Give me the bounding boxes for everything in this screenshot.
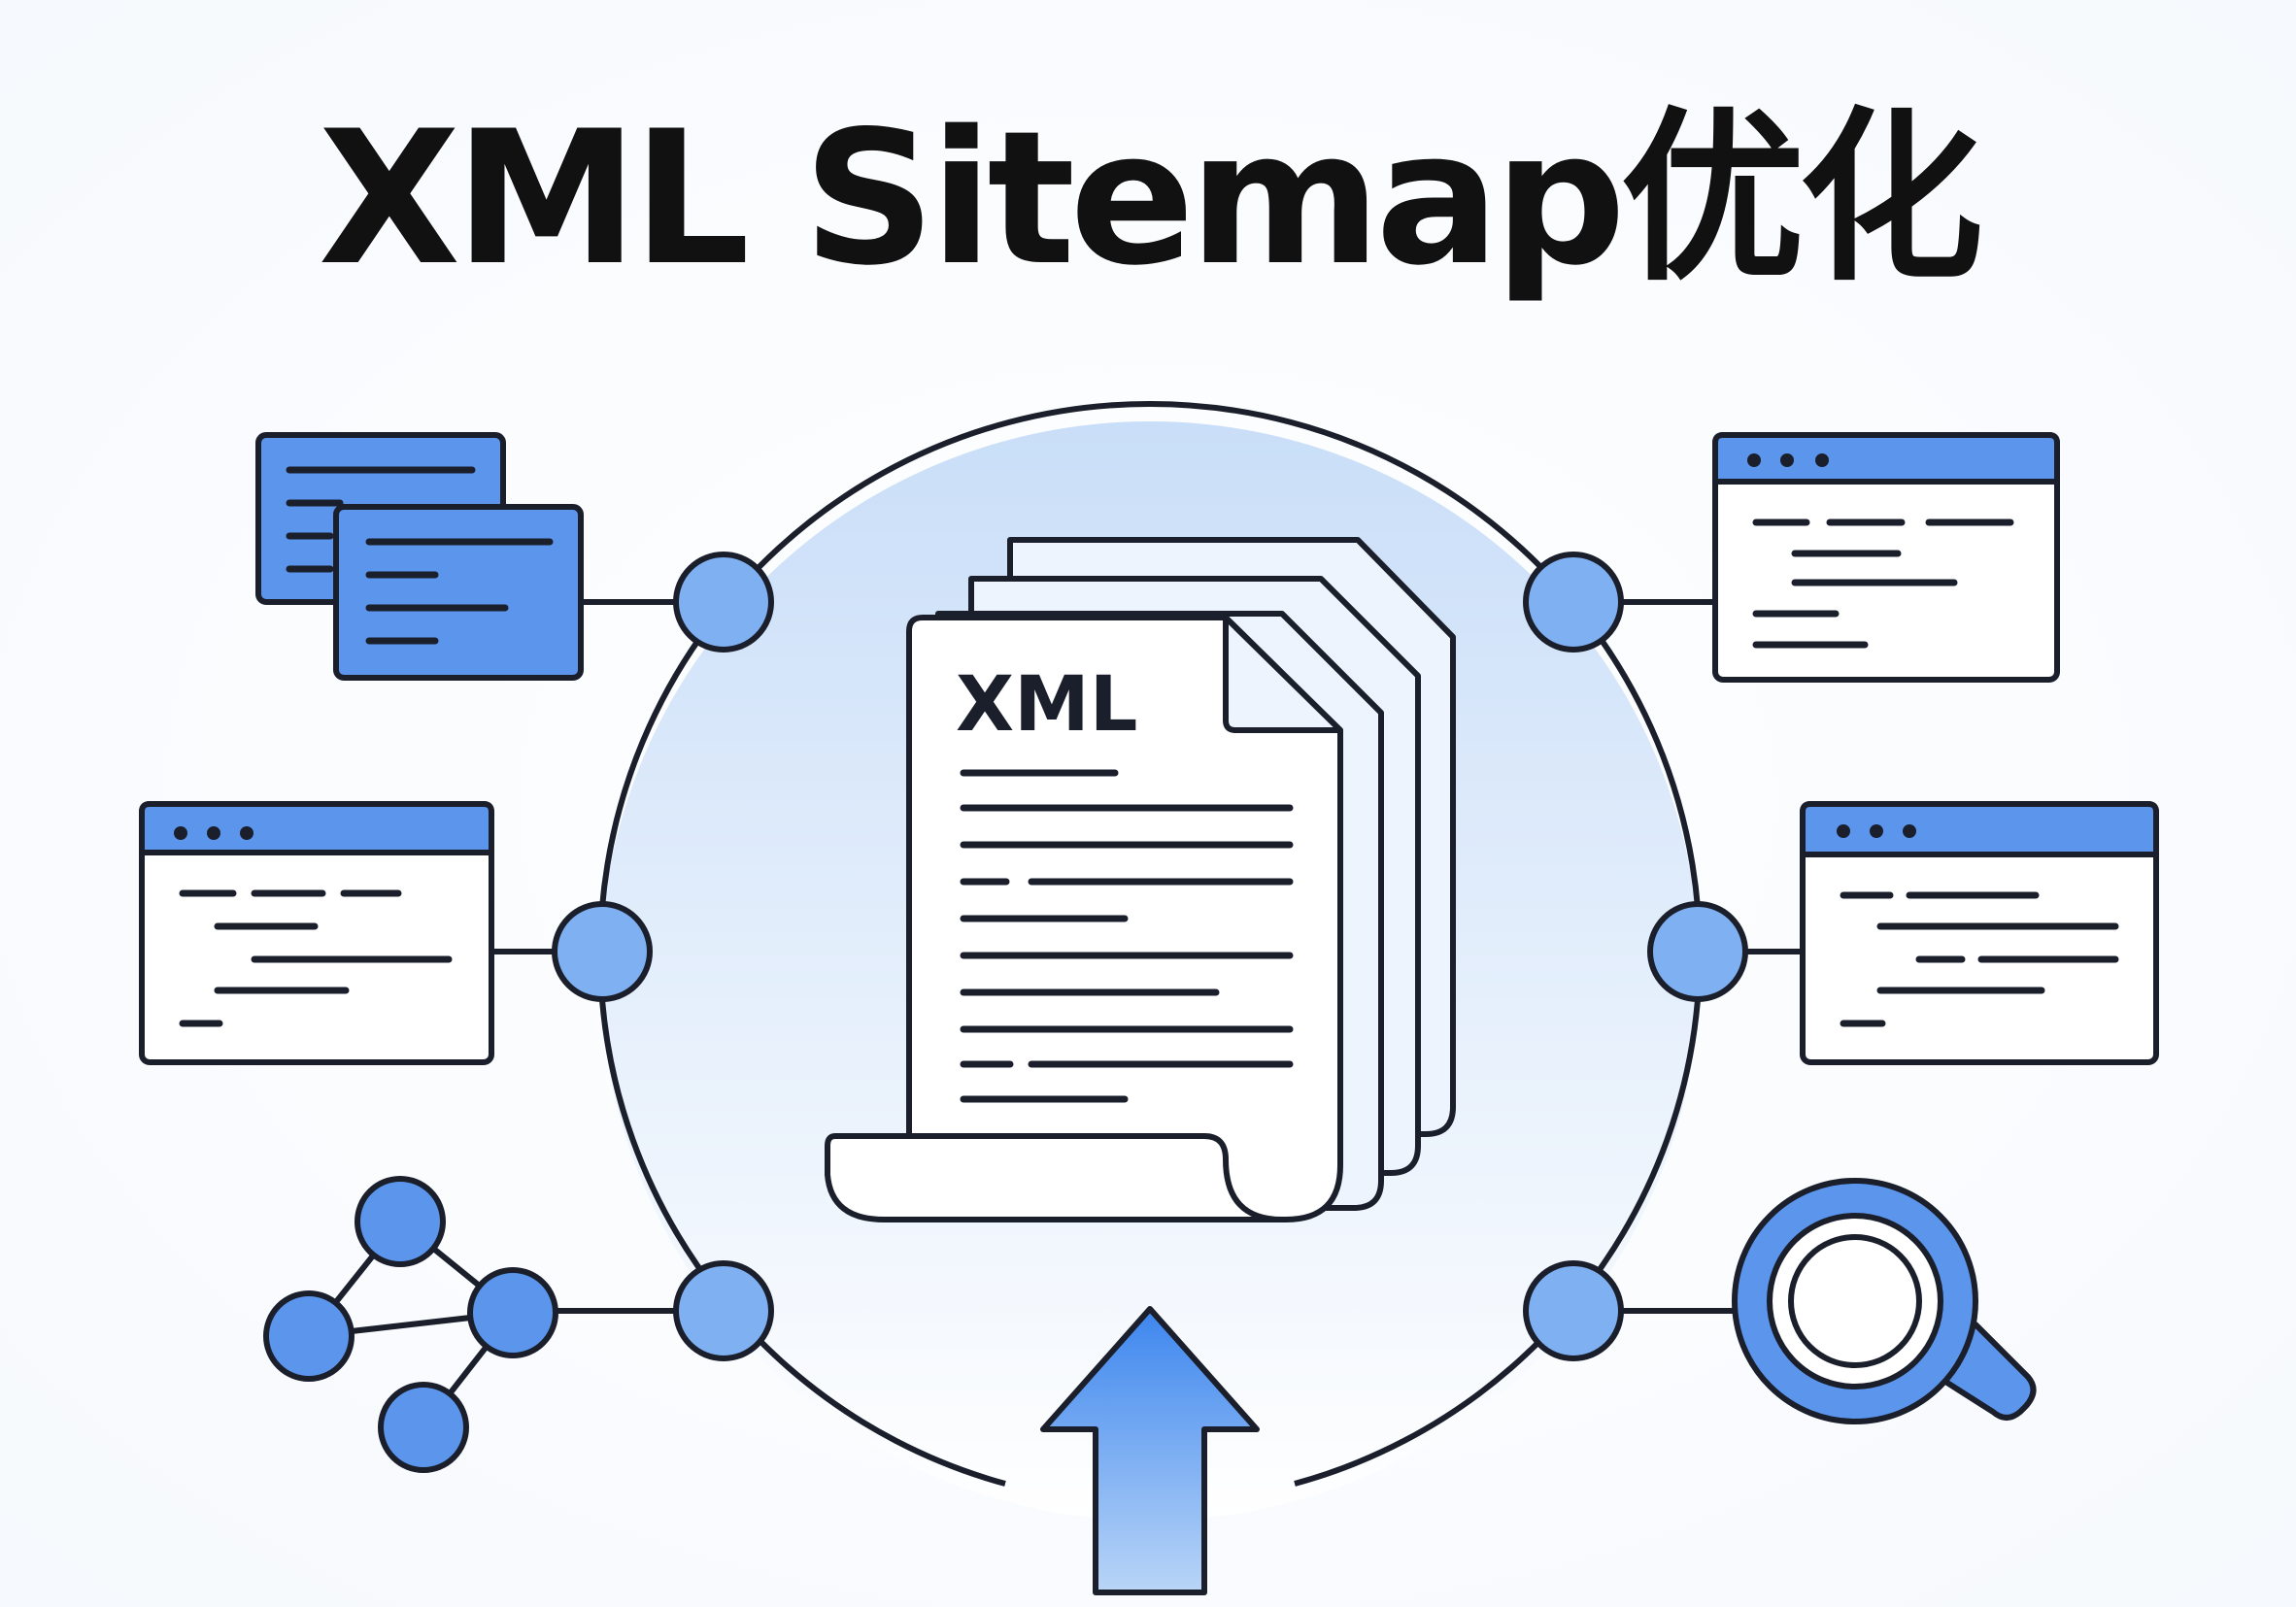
circle-nodes bbox=[552, 552, 1748, 1361]
node-mid-left bbox=[552, 901, 653, 1002]
node-top-left bbox=[673, 552, 774, 653]
node-bottom-right bbox=[1523, 1260, 1624, 1361]
node-bottom-left bbox=[673, 1260, 774, 1361]
magnifying-glass-icon bbox=[1732, 1178, 2037, 1424]
browser-window-icon-top-right bbox=[1712, 432, 2060, 683]
page-title: XML Sitemap优化 bbox=[318, 91, 1984, 306]
node-mid-right bbox=[1647, 901, 1748, 1002]
xml-document-icon: XML bbox=[825, 537, 1456, 1222]
upload-arrow-icon bbox=[1040, 1306, 1260, 1595]
browser-window-icon-mid-right bbox=[1800, 801, 2159, 1065]
central-circle-outline bbox=[597, 401, 1703, 1487]
browser-window-icon-left bbox=[139, 801, 494, 1065]
network-graph-icon bbox=[263, 1176, 558, 1473]
stacked-documents-icon bbox=[255, 432, 584, 681]
xml-document-label: XML bbox=[956, 661, 1137, 749]
node-top-right bbox=[1523, 552, 1624, 653]
